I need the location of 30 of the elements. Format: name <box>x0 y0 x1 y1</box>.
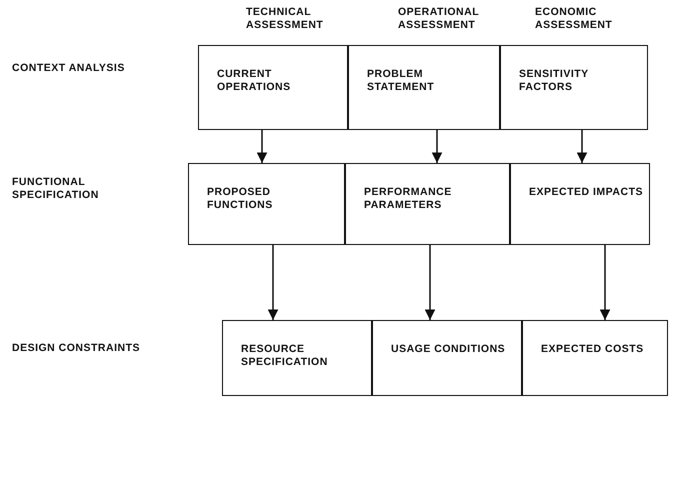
box-label: EXPECTED COSTS <box>541 343 645 356</box>
box-label: SENSITIVITY FACTORS <box>519 68 590 94</box>
box-label: USAGE CONDITIONS <box>391 343 506 356</box>
process-box <box>345 163 510 245</box>
arrow <box>256 130 268 163</box>
column-heading: TECHNICAL ASSESSMENT <box>246 6 324 32</box>
arrow <box>576 130 588 163</box>
box-label: PROBLEM STATEMENT <box>367 68 436 94</box>
arrow <box>268 245 278 320</box>
arrow <box>432 130 442 163</box>
box-label: EXPECTED IMPACTS <box>529 186 644 200</box>
process-box <box>222 320 372 396</box>
box-label: PROPOSED FUNCTIONS <box>207 186 274 212</box>
process-box <box>198 45 348 130</box>
process-box <box>348 45 500 130</box>
process-box <box>510 163 650 245</box>
box-label: CURRENT OPERATIONS <box>217 68 292 94</box>
process-box <box>500 45 648 130</box>
arrow <box>600 245 610 320</box>
box-label: RESOURCE SPECIFICATION <box>241 343 329 370</box>
row-heading: CONTEXT ANALYSIS <box>12 62 126 76</box>
process-box <box>188 163 345 245</box>
row-heading: DESIGN CONSTRAINTS <box>12 342 142 356</box>
row-heading: FUNCTIONAL SPECIFICATION <box>12 176 100 202</box>
column-heading: OPERATIONAL ASSESSMENT <box>398 6 480 32</box>
process-box <box>372 320 522 396</box>
box-label: PERFORMANCE PARAMETERS <box>364 186 453 212</box>
arrow <box>424 245 436 320</box>
column-heading: ECONOMIC ASSESSMENT <box>535 6 614 32</box>
process-box <box>522 320 668 396</box>
